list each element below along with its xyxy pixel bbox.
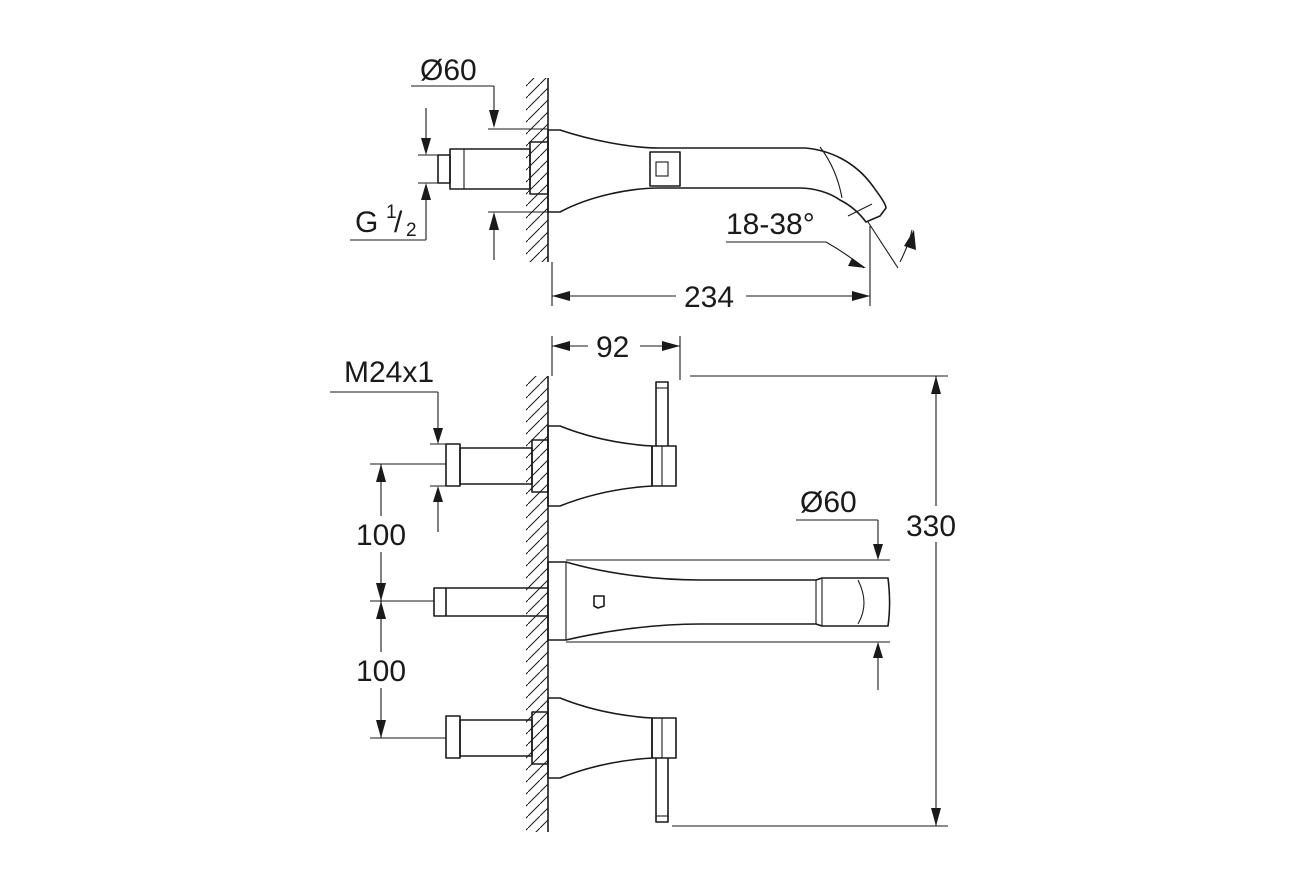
spout-front-view [433, 561, 891, 641]
diameter-label-front: Ø60 [800, 486, 857, 519]
dimension-diameter-front: Ø60 [566, 486, 890, 690]
upper-handle-valve [445, 381, 677, 507]
front-view: 92 M24x1 100 100 [330, 330, 968, 832]
dimension-length: 234 [551, 226, 871, 314]
length-label: 234 [684, 281, 734, 314]
connection-pipe-top [437, 141, 549, 195]
dimension-height: 330 [672, 375, 968, 827]
thread-label-denominator: 2 [406, 220, 417, 241]
dimension-diameter-top: Ø60 [411, 54, 548, 260]
dimension-depth: 92 [551, 330, 681, 380]
dimension-angle: 18-38° [726, 208, 916, 269]
thread-label-numerator: 1 [386, 202, 397, 223]
fraction-slash: / [394, 206, 403, 239]
angle-label: 18-38° [726, 208, 815, 241]
dimension-thread-front: M24x1 [330, 356, 448, 532]
lower-handle-valve [445, 697, 677, 823]
thread-label-g: G [355, 206, 378, 239]
height-label: 330 [906, 510, 956, 543]
spacing-label-upper: 100 [356, 519, 406, 552]
thread-label-front: M24x1 [344, 356, 434, 389]
diameter-label-top: Ø60 [420, 54, 477, 87]
dimension-spacing: 100 100 [352, 463, 446, 739]
dimension-thread-top: G 1 / 2 [350, 108, 440, 241]
spacing-label-lower: 100 [356, 655, 406, 688]
spout-top-view [547, 129, 887, 223]
depth-label: 92 [596, 331, 629, 364]
top-view: Ø60 G 1 / 2 18-38° [350, 54, 916, 314]
